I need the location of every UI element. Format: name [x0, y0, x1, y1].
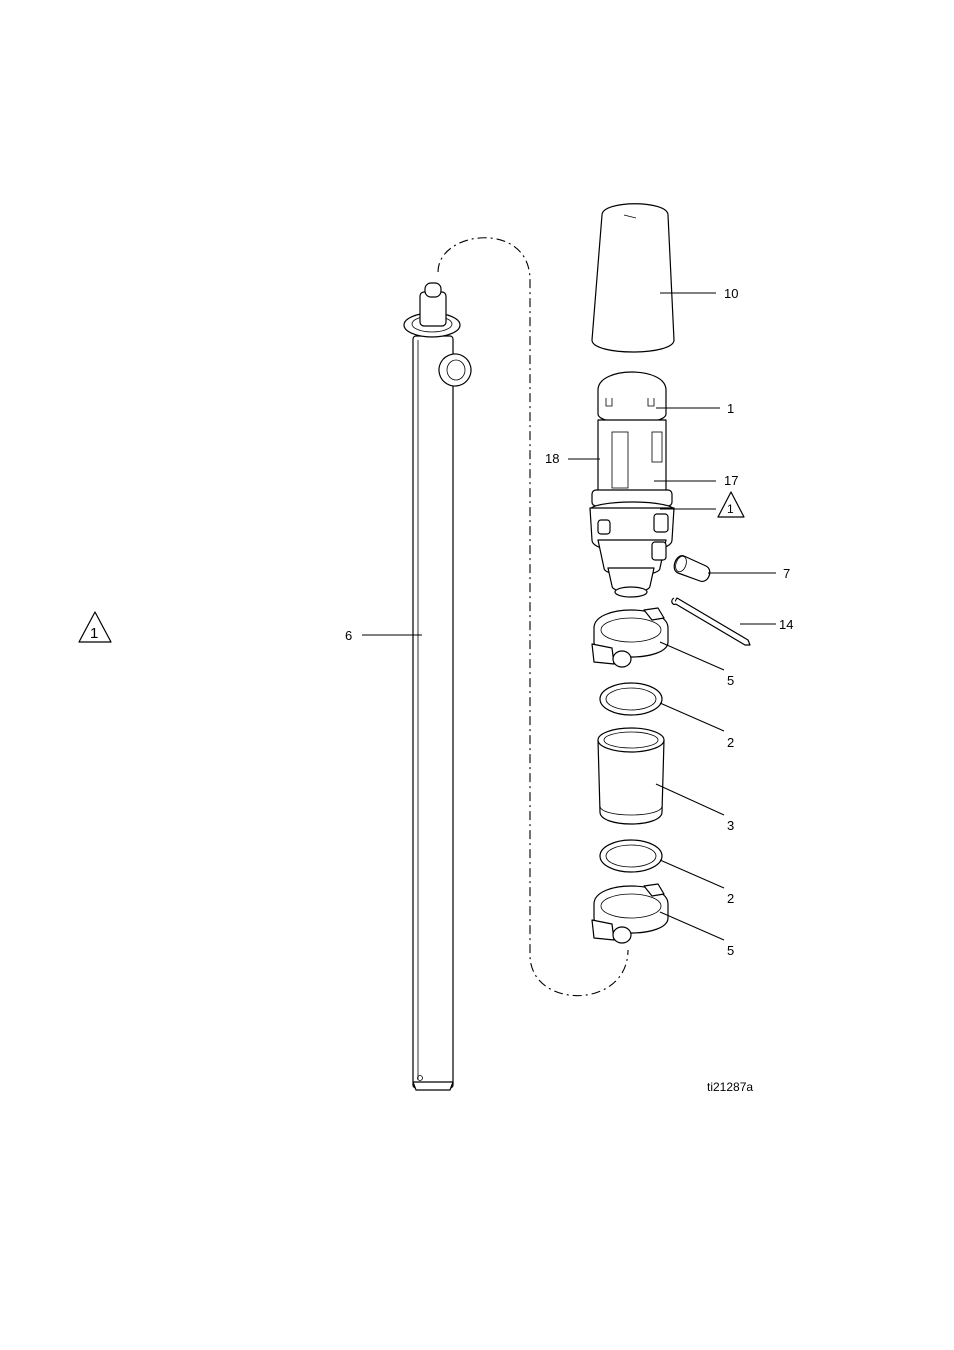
callout-17: 17 — [724, 473, 738, 488]
callout-18: 18 — [545, 451, 559, 466]
callout-1-cap: 1 — [727, 401, 734, 416]
sleeve-part — [598, 728, 664, 824]
assembly-path-line — [438, 238, 628, 996]
callout-14: 14 — [779, 617, 793, 632]
callout-2-top: 2 — [727, 735, 734, 750]
callout-7: 7 — [783, 566, 790, 581]
tool-part — [672, 598, 750, 645]
plug-part — [674, 555, 710, 582]
clamp-top-part — [592, 608, 668, 667]
callout-2-bottom: 2 — [727, 891, 734, 906]
pump-body-part — [590, 372, 674, 597]
callout-6: 6 — [345, 628, 352, 643]
callout-5-bottom: 5 — [727, 943, 734, 958]
warning-left-label: 1 — [90, 625, 98, 642]
callout-5-top: 5 — [727, 673, 734, 688]
suction-tube-part — [404, 283, 477, 1090]
cover-part — [592, 204, 674, 352]
warning-ring-label: 1 — [727, 502, 734, 516]
callout-3: 3 — [727, 818, 734, 833]
warning-triangle-left: 1 — [79, 612, 111, 642]
clamp-bottom-part — [592, 884, 668, 943]
seal-bottom-part — [600, 840, 662, 872]
seal-top-part — [600, 683, 662, 715]
figure-id: ti21287a — [707, 1080, 753, 1094]
warning-triangle-ring: 1 — [718, 492, 744, 517]
callout-10: 10 — [724, 286, 738, 301]
